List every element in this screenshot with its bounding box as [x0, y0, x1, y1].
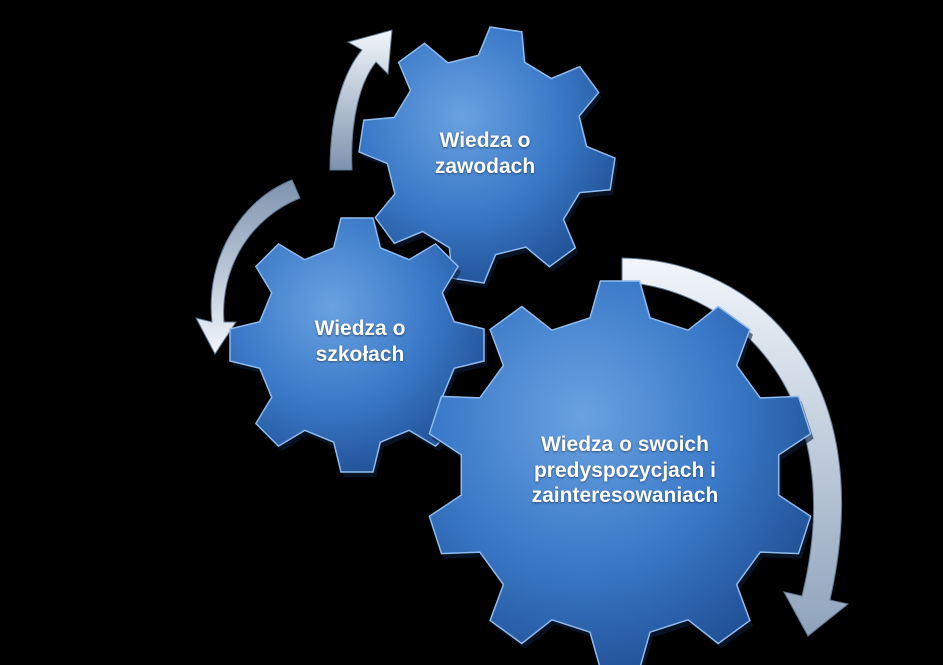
- arrow-left-down: [195, 179, 301, 355]
- gear-top-body: [358, 26, 616, 284]
- gear-big: [428, 280, 814, 665]
- gear-big-label: Wiedza o swoich predyspozycjach i zainte…: [531, 433, 719, 508]
- gear-top-label: Wiedza o zawodach: [434, 129, 536, 178]
- gear-left: [229, 217, 487, 477]
- arrow-top-up: [329, 29, 393, 171]
- gear-big-body: [428, 280, 812, 665]
- gear-left-label: Wiedza o szkołach: [314, 317, 406, 366]
- gear-left-body: [229, 217, 485, 473]
- gear-top: [358, 26, 618, 288]
